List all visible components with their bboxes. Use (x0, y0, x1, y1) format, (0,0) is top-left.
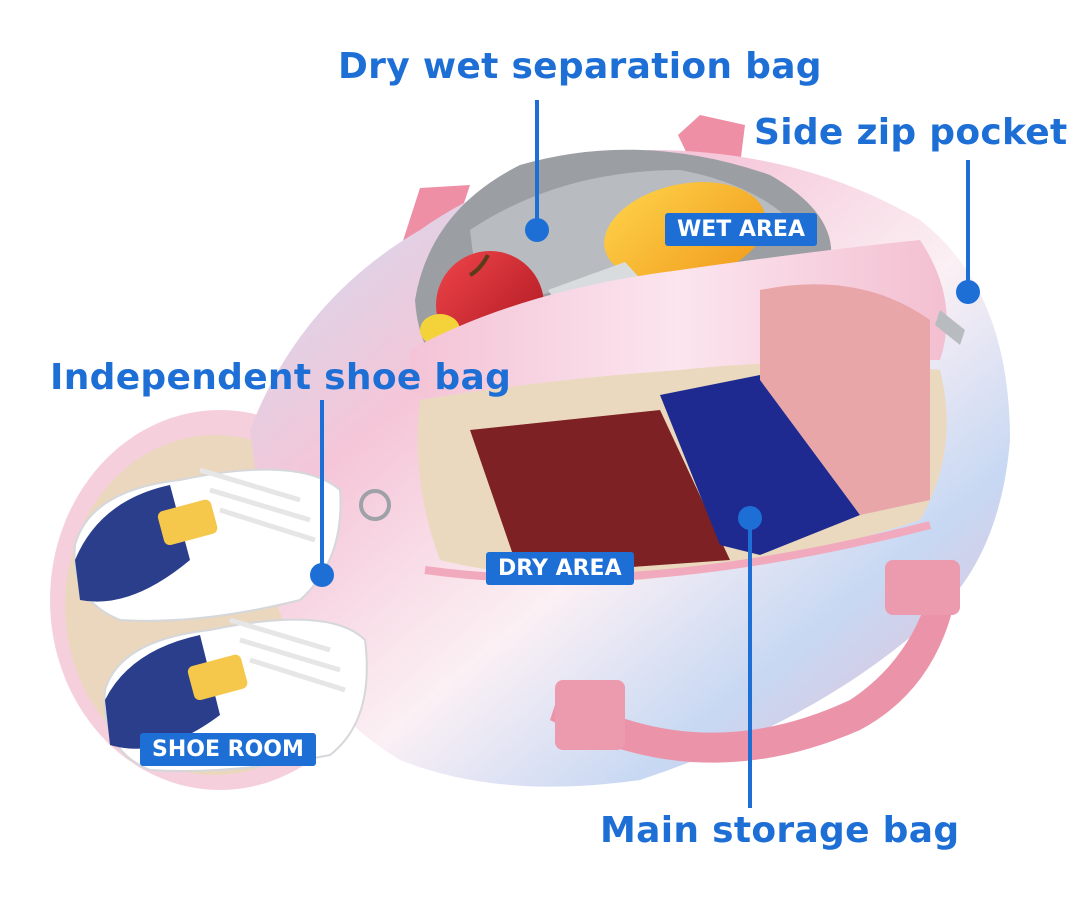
strap-loop-right (885, 560, 960, 615)
zip-edge (424, 521, 932, 583)
apple-stem (469, 254, 490, 277)
shoe-top (73, 467, 342, 622)
callout-independent-shoe-bag: Independent shoe bag (50, 357, 512, 398)
callout-dry-wet-separation-bag: Dry wet separation bag (338, 46, 822, 87)
pink-towel (760, 284, 930, 515)
navy-towel (660, 375, 860, 555)
callout-lines (310, 100, 980, 808)
tag-dry-area: DRY AREA (486, 552, 634, 585)
callout-main-storage-bag: Main storage bag (600, 810, 960, 851)
tag-wet-area: WET AREA (665, 213, 817, 246)
front-strap (550, 590, 955, 763)
dark-red-towel (470, 410, 730, 575)
tag-shoe-room: SHOE ROOM (140, 733, 316, 766)
strap-loop-left (555, 680, 625, 750)
side-zip-pull (935, 310, 965, 345)
callout-side-zip-pocket: Side zip pocket (754, 112, 1068, 153)
side-ring (359, 489, 391, 521)
